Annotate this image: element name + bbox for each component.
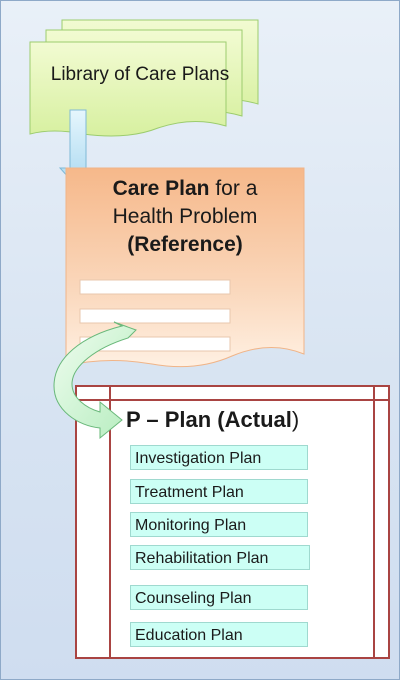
library-title: Library of Care Plans [50, 64, 230, 85]
plan-item-counseling: Counseling Plan [130, 585, 308, 610]
reference-title-line3: (Reference) [127, 233, 243, 256]
plan-item-education: Education Plan [130, 622, 308, 647]
curved-arrow-icon [53, 321, 137, 440]
actual-title-bold-b: Actual [224, 407, 292, 432]
reference-title-bold: Care Plan [112, 177, 210, 200]
reference-title-line2: Health Problem [112, 205, 258, 228]
plan-item-monitoring: Monitoring Plan [130, 512, 308, 537]
reference-title-line1: Care Plan for a [80, 175, 290, 203]
library-document-front [29, 41, 227, 137]
plan-item-treatment: Treatment Plan [130, 479, 308, 504]
actual-title-bold-a: P – Plan ( [126, 407, 225, 432]
form-line-1 [79, 279, 231, 295]
plan-item-rehabilitation: Rehabilitation Plan [130, 545, 310, 570]
reference-title-rest: for a [209, 177, 258, 200]
plan-item-investigation: Investigation Plan [130, 445, 308, 470]
actual-plan-title: P – Plan (Actual) [126, 406, 376, 434]
actual-title-tail: ) [291, 407, 300, 432]
form-line-2 [79, 308, 231, 324]
